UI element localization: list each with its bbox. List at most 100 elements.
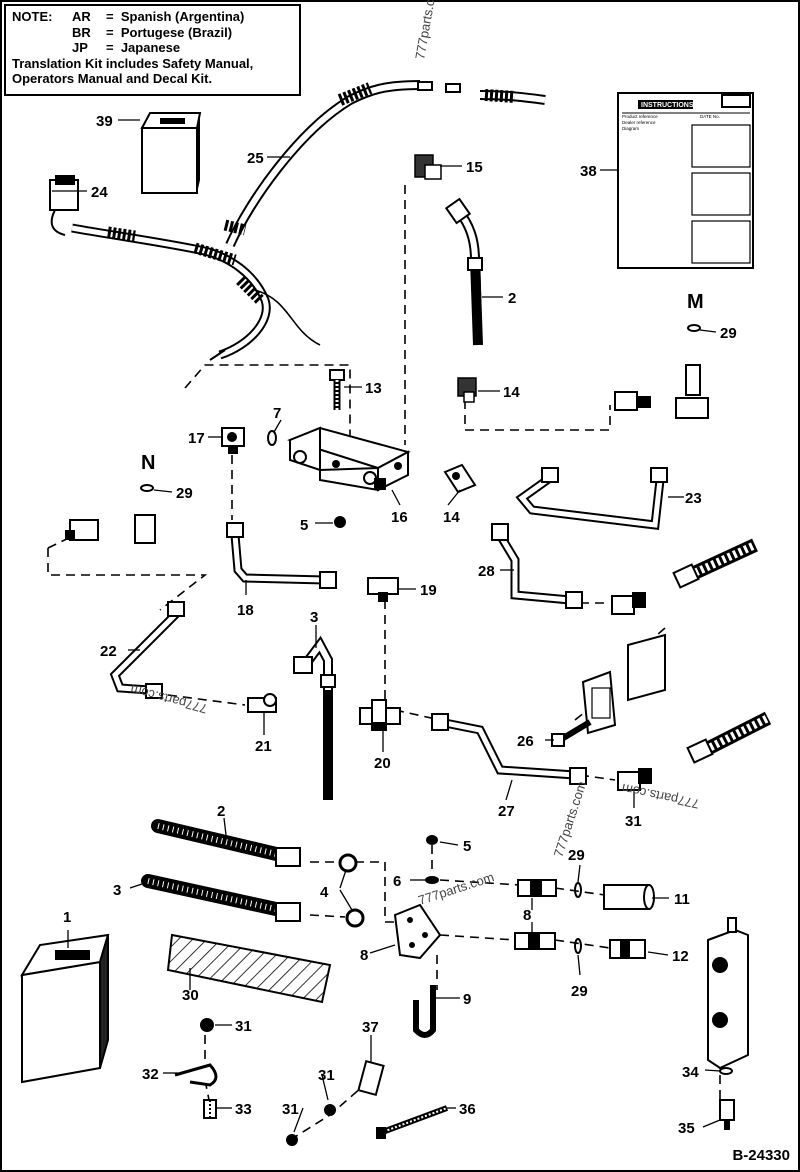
callout-16: 16 [391,509,408,526]
part-31-36-37-tie [286,1059,449,1146]
part-12-coupler [609,939,646,959]
callout-31-b: 31 [318,1067,335,1084]
callout-37: 37 [362,1019,379,1036]
note-lang-ar: Spanish (Argentina) [120,9,245,24]
callout-5-upper: 5 [300,517,308,534]
part-28-tube [491,523,583,609]
callout-20: 20 [374,755,391,772]
part-13-bolt [329,369,345,410]
part-20-tee-fitting [359,699,401,731]
valve-section-right [707,917,749,1130]
callout-3-lower: 3 [113,882,121,899]
svg-text:Diagram: Diagram [622,126,639,131]
callout-28: 28 [478,563,495,580]
callout-13: 13 [365,380,382,397]
part-11-coupler [603,884,655,910]
part-7-o-ring [267,430,277,446]
translation-note: NOTE:AR= Spanish (Argentina) BR= Portuge… [4,4,301,96]
part-3-hose-upper [293,635,336,800]
part-39-manual [140,112,202,194]
part-9-u-bolt [413,985,436,1038]
svg-text:DATE No.: DATE No. [700,114,720,119]
note-kit-line-1: Translation Kit includes Safety Manual, [12,55,254,71]
svg-text:Dealer reference: Dealer reference [622,120,656,125]
callout-4: 4 [320,884,329,901]
callout-2: 2 [508,290,516,307]
callout-12: 12 [672,948,689,965]
part-2-hose-upper [444,197,483,346]
callout-23: 23 [685,490,702,507]
part-5-nut-upper [334,516,346,528]
callout-38: 38 [580,163,597,180]
svg-text:Product reference: Product reference [622,114,658,119]
callout-29-lower: 29 [571,983,588,1000]
callout-19: 19 [420,582,437,599]
callout-14-lower: 14 [443,509,460,526]
callout-29-m: 29 [720,325,737,342]
callout-25: 25 [247,150,264,167]
note-code-jp: JP [72,40,88,55]
diagram-code: B-24330 [732,1147,790,1164]
view-label-n: N [141,452,155,474]
part-1-manual-binder [20,933,110,1084]
part-17-elbow-fitting [221,427,245,454]
part-21-fitting [247,693,277,713]
part-10-couplers [514,879,557,950]
callout-33: 33 [235,1101,252,1118]
part-14-fitting-lower [443,463,477,494]
callout-18: 18 [237,602,254,619]
part-19-tee-fitting [367,577,399,602]
callout-31-right: 31 [625,813,642,830]
part-2-hose-lower [151,819,301,867]
part-31-32-33-clamp [174,1018,218,1119]
callout-29-n: 29 [176,485,193,502]
callout-10: 8 [523,907,531,924]
part-26-bracket [551,633,666,747]
callout-1: 1 [63,909,71,926]
part-18-tube [226,522,337,589]
callout-22: 22 [100,643,117,660]
callout-17: 17 [188,430,205,447]
part-27-tube [431,713,587,785]
hose-right-lower [617,711,772,791]
view-n-fittings [65,484,156,544]
callout-26: 26 [517,733,534,750]
part-16-valve [287,426,411,492]
callout-39: 39 [96,113,113,130]
callout-3-upper: 3 [310,609,318,626]
callout-32: 32 [142,1066,159,1083]
callout-2-lower: 2 [217,803,225,820]
part-15-elbow-fitting [414,154,442,180]
callout-21: 21 [255,738,272,755]
instruction-card-title: INSTRUCTIONS [641,102,694,109]
callout-11: 11 [674,891,690,908]
part-4-nuts [338,853,365,928]
callout-27: 27 [498,803,515,820]
watermark-5: 777parts.com [416,869,496,908]
callout-7: 7 [273,405,281,422]
note-lang-br: Portugese (Brazil) [120,24,233,40]
callout-35: 35 [678,1120,695,1137]
callout-29-upper: 29 [568,847,585,864]
part-5-6-nut-washer [425,835,439,884]
callout-31-a: 31 [235,1018,252,1035]
callout-9: 9 [463,991,471,1008]
part-14-fitting-upper [457,377,477,403]
callout-30: 30 [182,987,199,1004]
part-29-o-rings [574,882,582,954]
note-kit-line-2: Operators Manual and Decal Kit. [12,71,213,86]
part-25-wire-harness [71,80,546,361]
part-8-plate [393,903,442,960]
note-code-ar: AR [72,9,91,24]
part-38-instruction-card: INSTRUCTIONS Product reference Dealer re… [617,92,754,269]
callout-15: 15 [466,159,483,176]
callout-31-c: 31 [282,1101,299,1118]
note-code-br: BR [72,24,91,40]
callout-34: 34 [682,1064,699,1081]
note-lang-jp: Japanese [120,40,181,55]
part-30-sleeve [166,933,332,1004]
view-m-fittings [614,324,709,419]
